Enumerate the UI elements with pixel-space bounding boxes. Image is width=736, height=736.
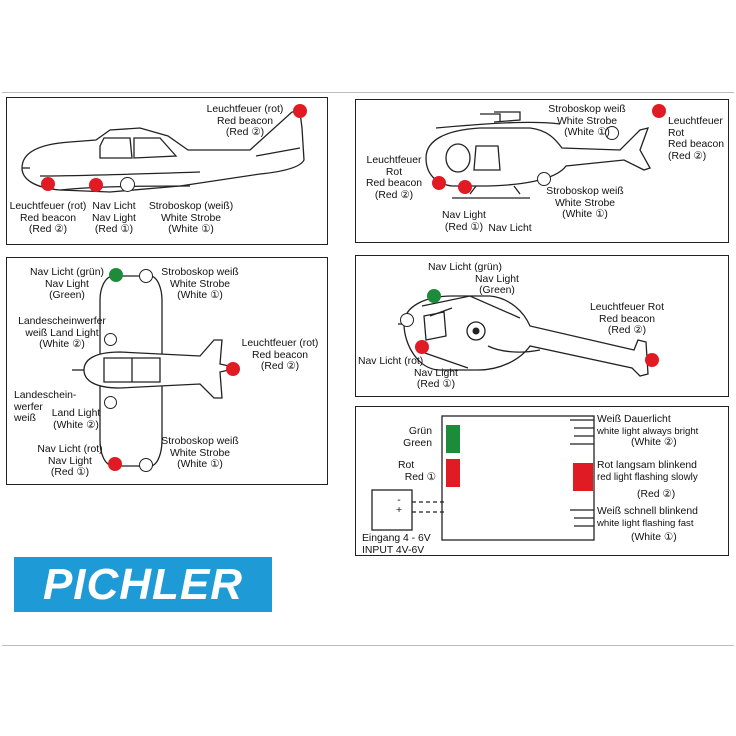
airplane-top-landing-top-light: [104, 333, 117, 346]
heli-side-nav-light: [458, 180, 472, 194]
label-wiring-red-slow: Rot langsam blinkend red light flashing …: [597, 460, 698, 500]
label-heli-side-beacon-tail: Leuchtfeuer Rot Red beacon (Red ②): [668, 116, 725, 162]
wiring-red-slow-output: [573, 463, 593, 491]
label-airplane-side-strobe: Stroboskop (weiß) White Strobe (White ①): [148, 201, 234, 235]
label-wiring-white-fast: Weiß schnell blinkend white light flashi…: [597, 506, 698, 543]
label-heli-top-nav-green: Nav Licht (grün) Nav Light (Green): [428, 262, 519, 296]
label-airplane-side-nav: Nav Licht Nav Light (Red ①): [92, 201, 136, 235]
panel-wiring: [355, 406, 729, 556]
label-heli-side-nav-de: Nav Licht: [488, 223, 532, 234]
label-airplane-top-beacon: Leuchtfeuer (rot) Red beacon (Red ②): [241, 338, 319, 372]
label-heli-top-nav-red: Nav Licht (rot) Nav Light (Red ①): [358, 356, 458, 390]
airplane-top-strobe-top-light: [139, 269, 153, 283]
wiring-green-led: [446, 425, 460, 453]
airplane-top-strobe-bottom-light: [139, 458, 153, 472]
airplane-side-nav-light: [89, 178, 103, 192]
label-heli-side-nav: Nav Light (Red ①): [442, 210, 486, 233]
label-wiring-green: Grün Green: [403, 426, 432, 449]
airplane-top-nav-green-light: [109, 268, 123, 282]
wiring-red-led: [446, 459, 460, 487]
label-airplane-top-strobe-top: Stroboskop weiß White Strobe (White ①): [161, 267, 239, 301]
label-wiring-white-always: Weiß Dauerlicht white light always brigh…: [597, 414, 699, 448]
label-wiring-red: Rot Red ①: [398, 460, 436, 483]
label-heli-side-beacon-belly: Leuchtfeuer Rot Red beacon (Red ②): [365, 155, 423, 201]
airplane-side-beacon-belly-light: [41, 177, 55, 191]
heli-top-nav-red-light: [415, 340, 429, 354]
label-wiring-input: Eingang 4 - 6V INPUT 4V-6V: [362, 533, 431, 556]
heli-top-beacon-light: [645, 353, 659, 367]
heli-side-beacon-tail-light: [652, 104, 666, 118]
label-airplane-top-landing-bottom-en: Land Light (White ②): [51, 408, 101, 431]
logo-text: PICHLER: [42, 560, 244, 609]
sheet-frame: [2, 92, 734, 646]
heli-side-strobe-top-light: [605, 126, 619, 140]
label-airplane-top-strobe-bottom: Stroboskop weiß White Strobe (White ①): [161, 436, 239, 470]
airplane-top-nav-red-light: [108, 457, 122, 471]
heli-side-beacon-belly-light: [432, 176, 446, 190]
label-airplane-top-nav-red: Nav Licht (rot) Nav Light (Red ①): [37, 444, 103, 478]
pichler-logo: PICHLER: [14, 557, 272, 612]
airplane-side-strobe-light: [120, 177, 135, 192]
label-airplane-side-beacon-belly: Leuchtfeuer (rot) Red beacon (Red ②): [9, 201, 87, 235]
label-heli-side-strobe-bottom: Stroboskop weiß White Strobe (White ①): [546, 186, 624, 220]
airplane-top-landing-bottom-light: [104, 396, 117, 409]
airplane-side-beacon-tail-light: [293, 104, 307, 118]
panel-airplane-top: [6, 257, 328, 485]
label-airplane-top-nav-green: Nav Licht (grün) Nav Light (Green): [30, 267, 104, 301]
label-wiring-plus: +: [395, 505, 403, 516]
heli-top-white-light: [400, 313, 414, 327]
heli-top-nav-green-light: [427, 289, 441, 303]
label-airplane-top-landing-bottom-de: Landeschein- werfer weiß: [14, 390, 77, 424]
label-heli-top-beacon: Leuchtfeuer Rot Red beacon (Red ②): [590, 302, 664, 336]
airplane-top-beacon-light: [226, 362, 240, 376]
label-airplane-top-landing-top: Landescheinwerfer weiß Land Light (White…: [18, 316, 106, 350]
label-airplane-side-beacon-tail: Leuchtfeuer (rot) Red beacon (Red ②): [206, 104, 284, 138]
heli-side-strobe-bottom-light: [537, 172, 551, 186]
label-heli-side-strobe-top: Stroboskop weiß White Strobe (White ①): [548, 104, 626, 138]
label-wiring-minus: -: [397, 495, 401, 506]
